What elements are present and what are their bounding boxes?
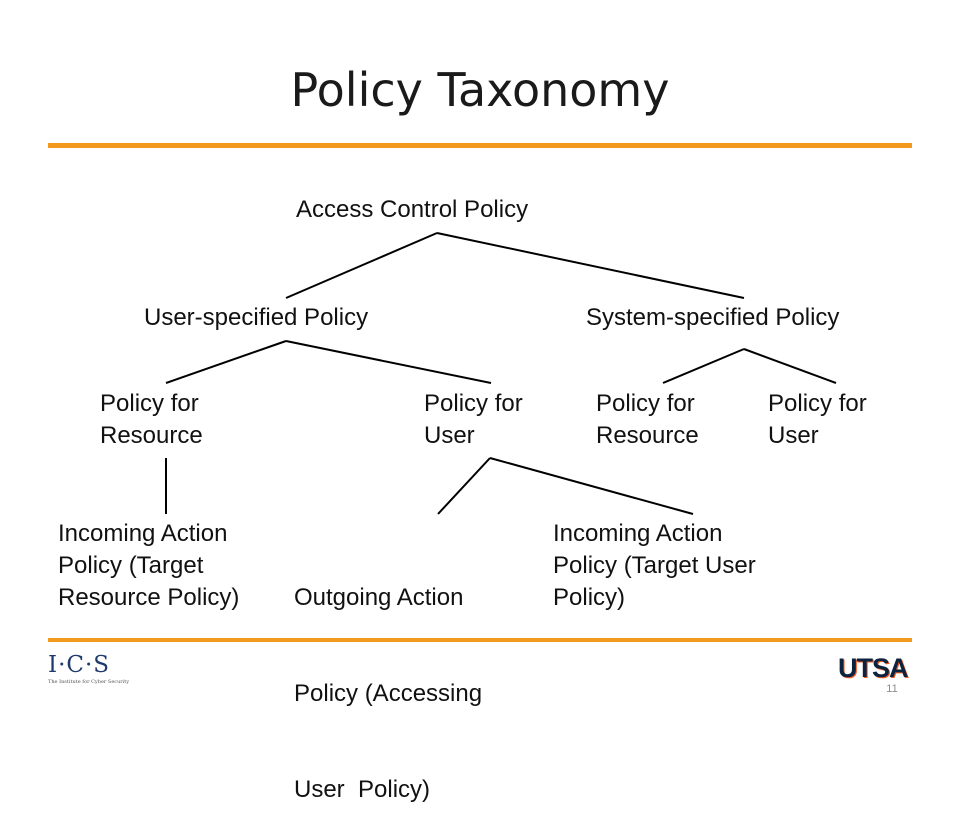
ics-logo-tagline: The Institute for Cyber Security (48, 679, 130, 685)
title-divider (48, 143, 912, 148)
node-access-control-policy: Access Control Policy (296, 196, 529, 223)
edge-root-to-user-specified (285, 232, 438, 299)
node-user-specified-policy: User-specified Policy (144, 304, 369, 331)
node-user-policy-for-resource: Policy for Resource (100, 390, 203, 449)
edge-system-specified-to-resource (662, 348, 745, 384)
node-system-specified-policy: System-specified Policy (586, 304, 840, 331)
node-outgoing-action-policy: Outgoing Action Policy (Accessing User P… (294, 584, 483, 803)
node-incoming-action-user-policy: Incoming Action Policy (Target User Poli… (553, 520, 756, 611)
slide-title: Policy Taxonomy (290, 63, 670, 117)
edge-root-to-system-specified (436, 232, 745, 299)
ics-logo: I·C·S The Institute for Cyber Security (48, 652, 129, 686)
utsa-logo: UTSA (838, 653, 908, 683)
page-number: 11 (886, 683, 898, 695)
footer-divider (48, 638, 912, 642)
node-system-policy-for-user: Policy for User (768, 390, 867, 449)
edge-user-specified-to-resource (165, 340, 287, 384)
taxonomy-connector-lines (165, 232, 837, 515)
edge-user-to-outgoing-action (437, 457, 491, 515)
node-user-policy-for-user: Policy for User (424, 390, 523, 449)
edge-user-to-incoming-action-user (489, 457, 694, 515)
node-incoming-action-resource-policy: Incoming Action Policy (Target Resource … (58, 520, 240, 611)
edge-system-specified-to-user (743, 348, 837, 384)
node-system-policy-for-resource: Policy for Resource (596, 390, 699, 449)
edge-user-specified-to-user (285, 340, 492, 384)
ics-logo-text: I·C·S (48, 652, 111, 678)
